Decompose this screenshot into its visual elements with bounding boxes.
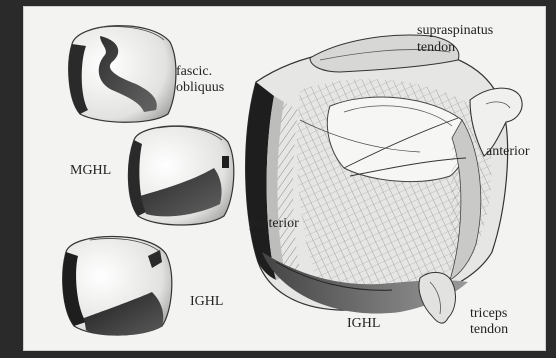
mghl-label: MGHL [70, 163, 111, 178]
ighl-small-capsule [63, 237, 172, 336]
fascic-obliquus-capsule [69, 26, 176, 123]
anterior-label: anterior [486, 144, 530, 159]
fascic-label-line2: obliquus [176, 80, 224, 95]
fascic-label-line1: fascic. [176, 64, 212, 79]
triceps-label-line2: tendon [470, 322, 508, 337]
supraspinatus-label-line2: tendon [417, 40, 455, 55]
triceps-label-line1: triceps [470, 306, 507, 321]
ighl-main-label: IGHL [347, 316, 380, 331]
mghl-capsule [128, 126, 233, 225]
shoulder-capsule [246, 35, 522, 323]
posterior-label: posterior [249, 216, 299, 231]
ighl-small-label: IGHL [190, 294, 223, 309]
supraspinatus-label-line1: supraspinatus [417, 23, 493, 38]
